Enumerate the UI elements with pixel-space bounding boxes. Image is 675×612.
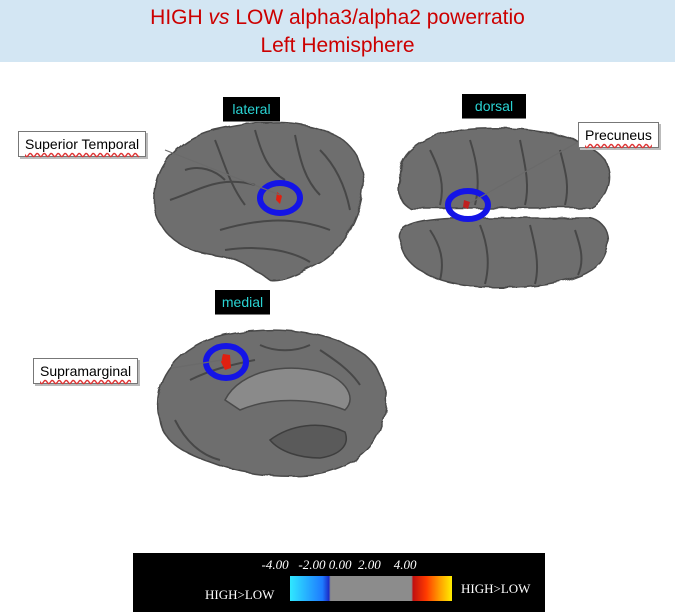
title-banner — [0, 0, 675, 62]
supramarginal-callout: Supramarginal — [33, 358, 139, 384]
colorbar-ticks: -4.00 -2.00 0.00 2.00 4.00 — [261, 557, 417, 572]
dorsal-view-label: dorsal — [462, 94, 526, 119]
page-title: HIGH vs LOW alpha3/alpha2 powerratio — [150, 6, 525, 29]
precuneus-leader — [469, 141, 579, 204]
supramarginal-leader — [171, 359, 223, 369]
colorbar-gradient — [290, 576, 452, 601]
lateral-view-label: lateral — [223, 97, 280, 122]
lateral-brain — [153, 121, 364, 281]
superior-temporal-leader — [164, 149, 281, 196]
medial-view-label: medial — [215, 290, 270, 315]
precuneus-callout: Precuneus — [578, 122, 659, 148]
colorbar-right-label: HIGH>LOW — [461, 581, 531, 596]
dorsal-brain — [398, 126, 610, 288]
page-subtitle: Left Hemisphere — [260, 34, 415, 57]
medial-brain — [157, 329, 387, 477]
superior-temporal-callout: Superior Temporal — [18, 131, 147, 157]
colorbar: -4.00 -2.00 0.00 2.00 4.00 HIGH>LOW HIGH… — [133, 553, 545, 612]
colorbar-left-label: HIGH>LOW — [205, 587, 275, 602]
